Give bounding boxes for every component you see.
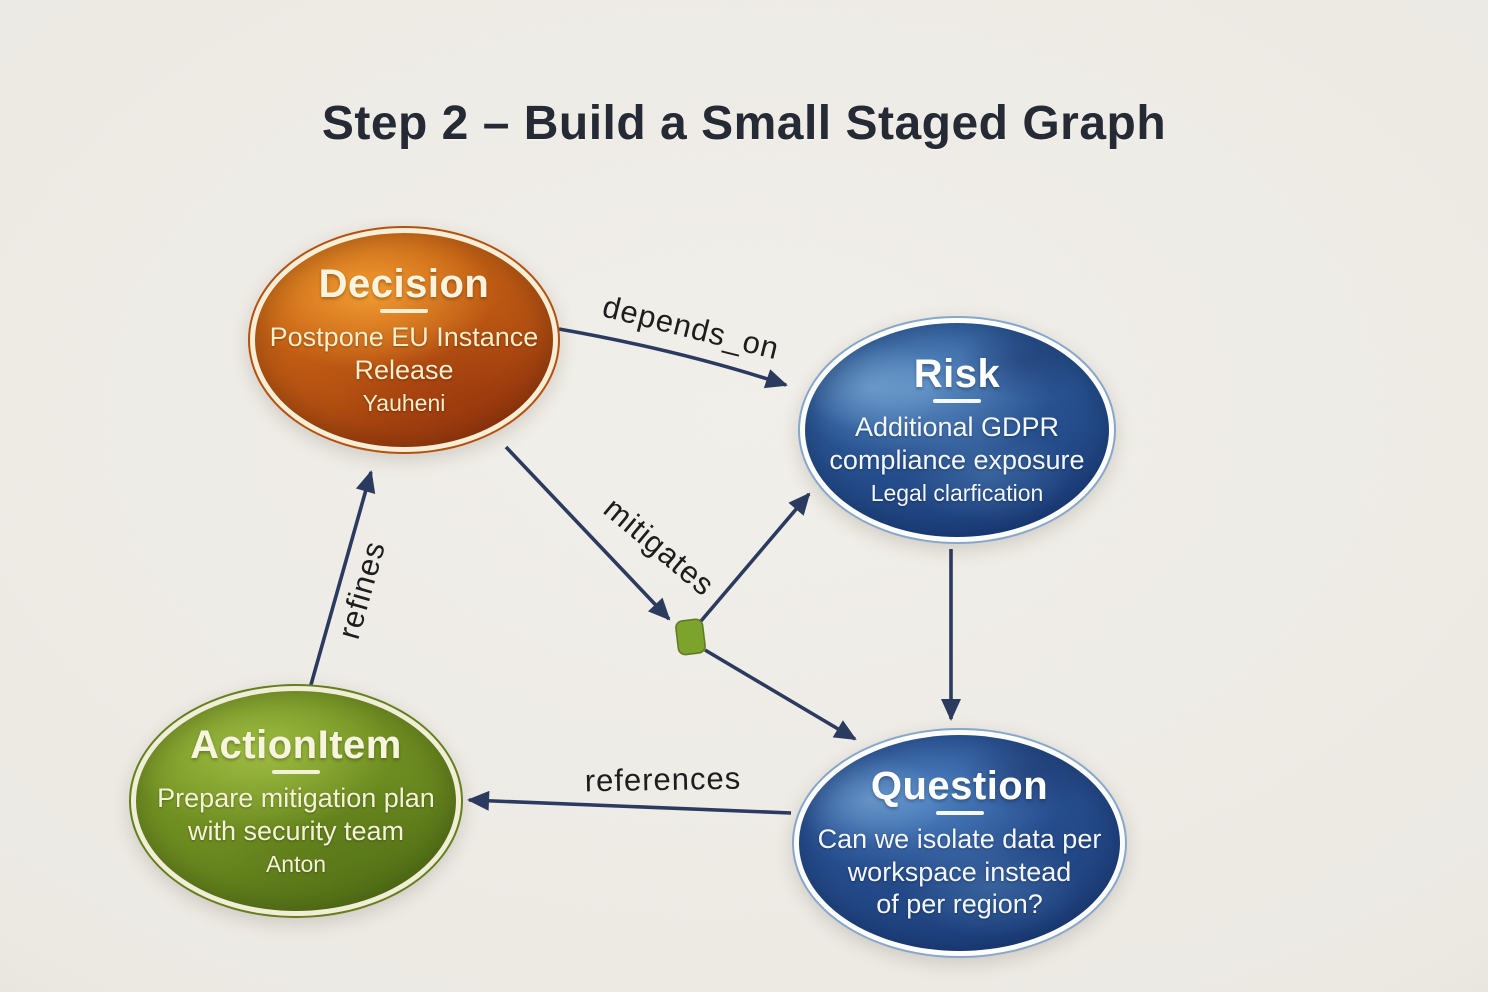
node-actionitem: ActionItem Prepare mitigation plan with … [129, 684, 463, 918]
node-actionitem-owner: Anton [265, 851, 327, 878]
node-question-title: Question [870, 763, 1049, 808]
edge-refines [301, 470, 376, 714]
edge-label-references: references [584, 760, 742, 799]
edge-mitigates [504, 445, 671, 621]
node-actionitem-text: with security team [187, 815, 405, 846]
node-question: Question Can we isolate data per workspa… [792, 728, 1127, 958]
title-underline [380, 308, 428, 313]
node-decision-text: Release [354, 354, 454, 385]
node-question-text: of per region? [876, 889, 1043, 920]
edge-references [467, 790, 792, 815]
node-actionitem-title: ActionItem [190, 722, 402, 767]
page-title: Step 2 – Build a Small Staged Graph [321, 97, 1167, 151]
node-risk-text: compliance exposure [829, 444, 1085, 475]
edge-junction-to-risk [699, 492, 811, 623]
node-actionitem-body: ActionItem Prepare mitigation plan with … [136, 691, 456, 911]
node-risk-note: Legal clarfication [870, 480, 1044, 507]
title-underline [272, 769, 320, 774]
node-question-text: workspace instead [847, 856, 1072, 887]
node-question-text: Can we isolate data per [817, 823, 1102, 854]
node-risk-body: Risk Additional GDPR compliance exposure… [805, 323, 1109, 537]
node-risk-text: Additional GDPR [854, 411, 1060, 442]
node-decision: Decision Postpone EU Instance Release Ya… [248, 226, 560, 454]
node-actionitem-text: Prepare mitigation plan [157, 782, 435, 813]
title-underline [935, 810, 984, 815]
title-underline [933, 398, 981, 403]
node-question-body: Question Can we isolate data per workspa… [799, 735, 1120, 951]
node-risk: Risk Additional GDPR compliance exposure… [798, 316, 1116, 544]
node-decision-owner: Yauheni [362, 390, 446, 417]
node-decision-title: Decision [318, 261, 490, 306]
junction-node [675, 618, 706, 656]
node-decision-body: Decision Postpone EU Instance Release Ya… [255, 233, 553, 447]
node-risk-title: Risk [913, 351, 1001, 396]
edge-depends-on [558, 327, 788, 389]
edge-junction-to-question [704, 648, 857, 741]
node-decision-text: Postpone EU Instance [269, 321, 539, 352]
